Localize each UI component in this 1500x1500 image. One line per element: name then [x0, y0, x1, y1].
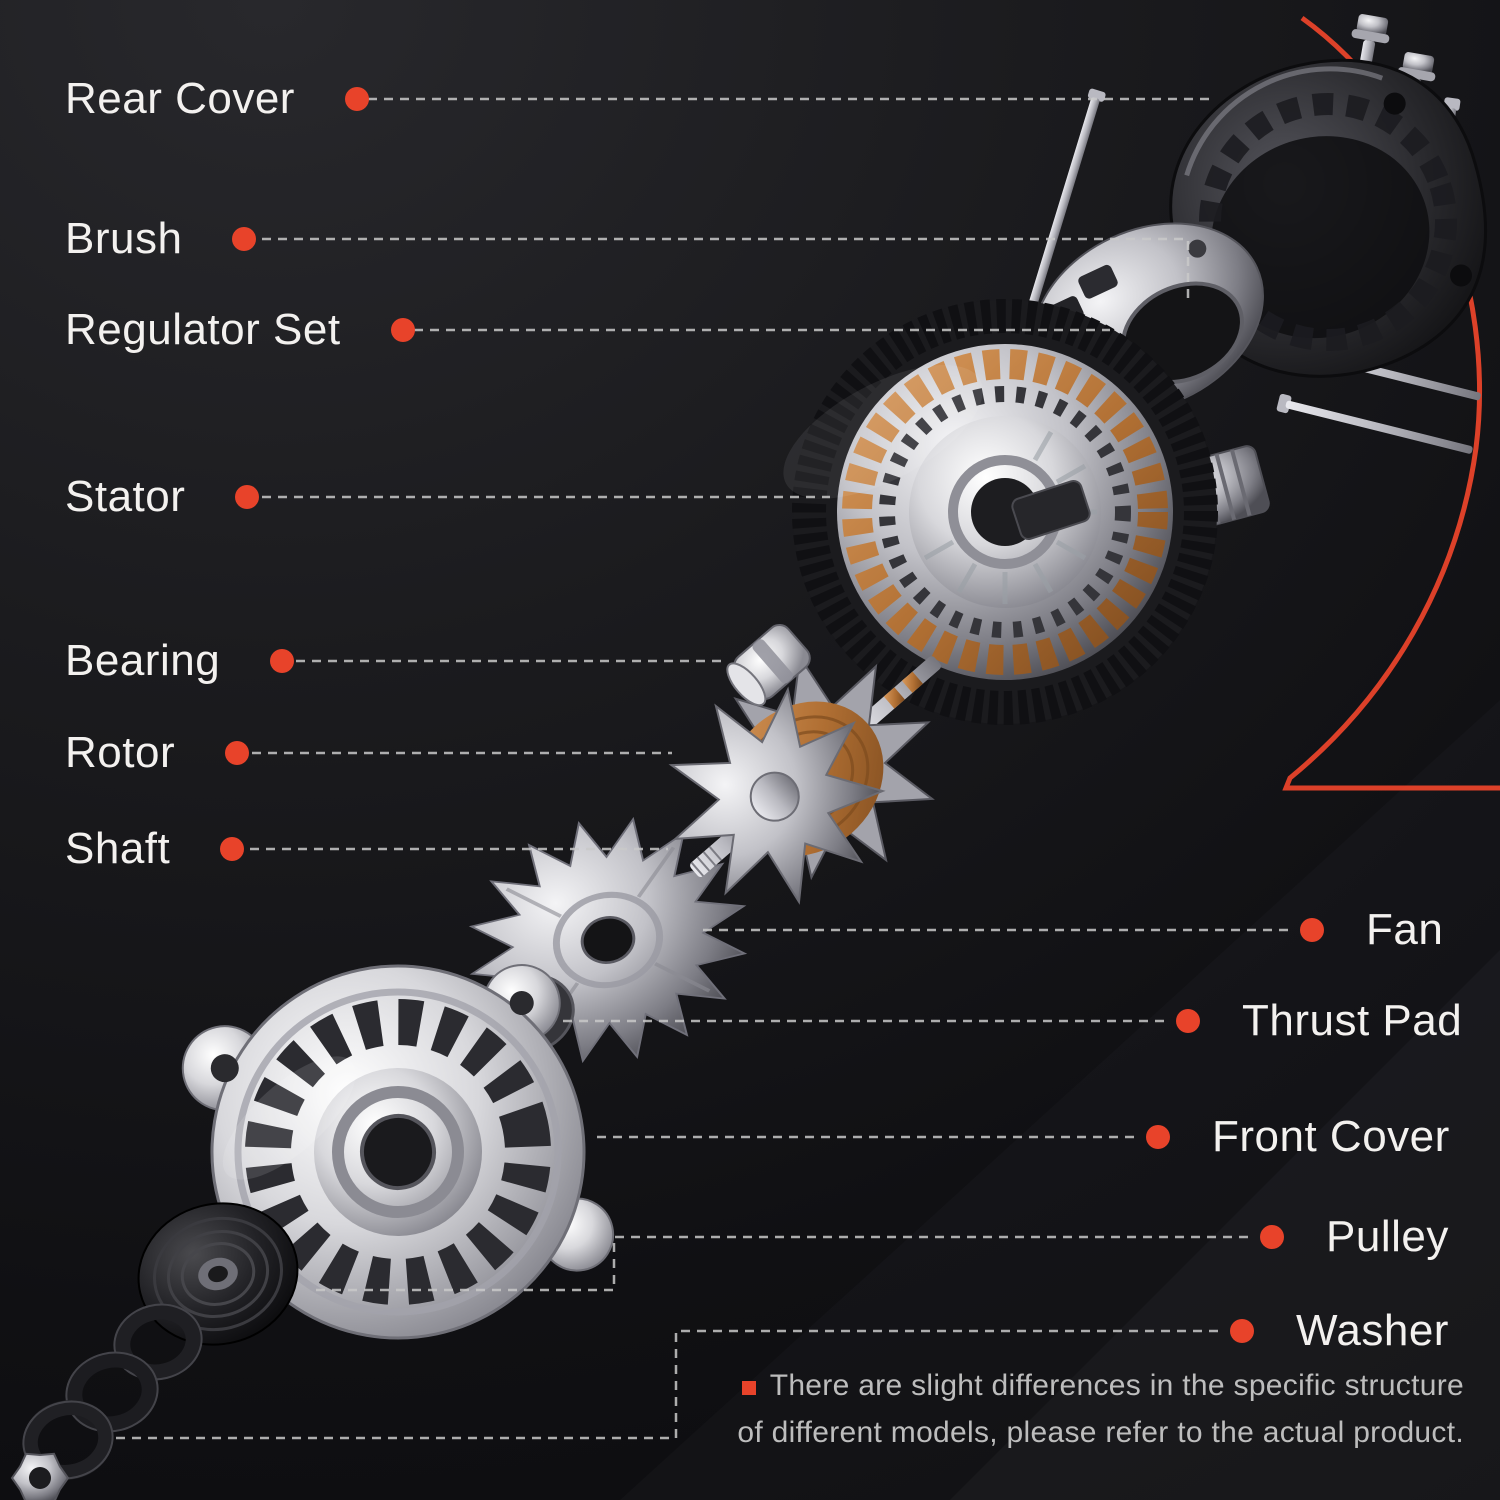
- disclaimer-text: of different models, please refer to the…: [737, 1415, 1464, 1449]
- label-regulator-set: Regulator Set: [65, 308, 415, 352]
- nut-part: [10, 1452, 70, 1500]
- leader-lines: [115, 97, 1288, 1440]
- label-text: Thrust Pad: [1242, 996, 1463, 1045]
- label-dot: [1146, 1125, 1170, 1149]
- label-dot: [1300, 918, 1324, 942]
- label-brush: Brush: [65, 214, 257, 263]
- background-streaks: [620, 700, 1500, 1500]
- label-text: Brush: [65, 214, 183, 263]
- label-text: Pulley: [1326, 1212, 1449, 1261]
- label-front-cover: Front Cover: [1146, 1115, 1450, 1159]
- bearing-part: [726, 624, 811, 707]
- rotor-part: [668, 654, 941, 905]
- bullet-square-icon: [741, 1381, 756, 1395]
- label-text: Rotor: [65, 728, 176, 777]
- label-text: Bearing: [65, 636, 221, 685]
- label-thrust-pad: Thrust Pad: [1176, 999, 1462, 1043]
- label-text: Washer: [1296, 1306, 1449, 1355]
- label-stator: Stator: [65, 472, 260, 521]
- label-text: Front Cover: [1212, 1112, 1450, 1161]
- disclaimer-text: There are slight differences in the spec…: [769, 1369, 1464, 1402]
- label-text: Regulator Set: [65, 305, 341, 354]
- label-shaft: Shaft: [65, 824, 245, 873]
- label-dot: [235, 485, 260, 509]
- label-rotor: Rotor: [65, 728, 250, 777]
- disclaimer-line-2: of different models, please refer to the…: [737, 1410, 1464, 1457]
- disclaimer: There are slight differences in the spec…: [737, 1363, 1464, 1456]
- label-dot: [232, 227, 257, 251]
- label-washer: Washer: [1230, 1309, 1449, 1353]
- label-pulley: Pulley: [1260, 1215, 1449, 1259]
- stator-part: [783, 299, 1218, 725]
- label-dot: [344, 87, 369, 111]
- washer-parts: [10, 1303, 203, 1500]
- label-dot: [1260, 1225, 1284, 1249]
- label-dot: [1230, 1319, 1254, 1343]
- disclaimer-line-1: There are slight differences in the spec…: [737, 1363, 1464, 1410]
- label-bearing: Bearing: [65, 636, 295, 685]
- label-dot: [390, 318, 415, 342]
- label-rear-cover: Rear Cover: [65, 77, 369, 121]
- label-dot: [220, 837, 245, 861]
- label-text: Fan: [1366, 905, 1444, 954]
- label-fan: Fan: [1300, 908, 1443, 952]
- label-dot: [270, 649, 295, 673]
- label-text: Shaft: [65, 824, 171, 873]
- label-dot: [225, 741, 250, 765]
- label-text: Rear Cover: [65, 74, 295, 123]
- label-text: Stator: [65, 472, 186, 521]
- front-cover-part: [181, 964, 615, 1340]
- label-dot: [1176, 1009, 1200, 1033]
